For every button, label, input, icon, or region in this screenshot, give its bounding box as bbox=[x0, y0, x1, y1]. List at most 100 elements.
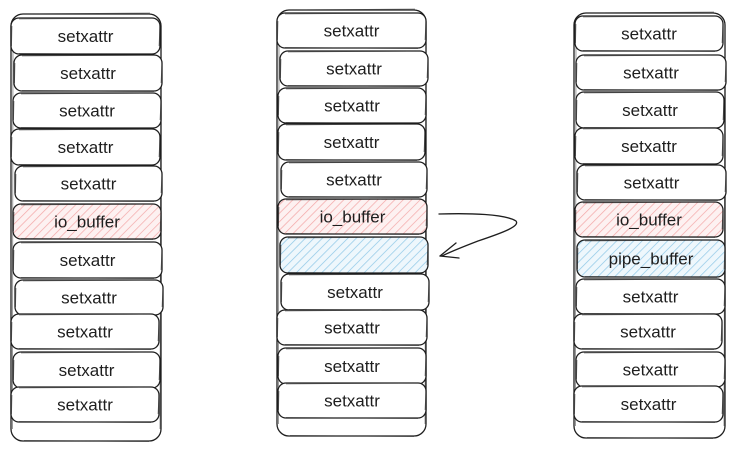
slot-plain: setxattr bbox=[12, 241, 163, 279]
slot-label: setxattr bbox=[324, 22, 380, 41]
slab-column-reclaimed: setxattr setxattr setxattr setxattr setxattr… bbox=[573, 11, 727, 439]
slot-plain: setxattr bbox=[574, 127, 724, 165]
sketch-stroke bbox=[278, 123, 426, 161]
slot-label: io_buffer bbox=[320, 208, 386, 227]
slab-column-freed: setxattr setxattr setxattr setxattr setxattr… bbox=[276, 8, 430, 437]
slot-label: setxattr bbox=[60, 251, 116, 270]
sketch-stroke bbox=[575, 127, 724, 165]
sketch-stroke bbox=[15, 279, 164, 316]
slot-plain: setxattr bbox=[14, 279, 164, 316]
slot-plain: setxattr bbox=[279, 50, 429, 87]
slot-pipe: pipe_buffer bbox=[576, 239, 726, 278]
sketch-stroke bbox=[278, 382, 427, 419]
sketch-stroke bbox=[281, 161, 428, 198]
slot-plain: setxattr bbox=[10, 386, 160, 423]
slot-label: setxattr bbox=[326, 171, 382, 190]
slot-plain: setxattr bbox=[280, 273, 430, 311]
slot-plain: setxattr bbox=[575, 351, 726, 388]
sketch-stroke bbox=[576, 351, 726, 388]
curved-arrow-icon bbox=[438, 213, 518, 259]
freed-slot bbox=[279, 236, 429, 274]
slot-label: setxattr bbox=[324, 133, 380, 152]
sketch-stroke bbox=[13, 241, 163, 279]
slot-label: setxattr bbox=[326, 60, 382, 79]
slot-label: setxattr bbox=[621, 137, 677, 156]
sketch-stroke bbox=[11, 17, 161, 55]
slot-plain: setxattr bbox=[277, 123, 426, 161]
sketch-stroke bbox=[575, 11, 726, 439]
sketch-stroke bbox=[13, 92, 162, 129]
sketch-stroke bbox=[577, 239, 726, 278]
slot-box bbox=[279, 236, 429, 274]
slot-label: setxattr bbox=[324, 97, 380, 116]
slot-io: io_buffer bbox=[12, 203, 162, 240]
slot-label: setxattr bbox=[624, 174, 680, 193]
sketch-stroke bbox=[577, 164, 727, 201]
sketch-stroke bbox=[13, 203, 162, 240]
slot-plain: setxattr bbox=[10, 17, 161, 55]
slot-plain: setxattr bbox=[575, 54, 727, 91]
sketch-stroke bbox=[11, 128, 161, 166]
slot-label: setxattr bbox=[60, 64, 116, 83]
slot-label: setxattr bbox=[620, 323, 676, 342]
sketch-stroke bbox=[278, 347, 427, 385]
slot-label: setxattr bbox=[58, 27, 114, 46]
sketch-stroke bbox=[278, 198, 428, 235]
slot-label: setxattr bbox=[58, 138, 114, 157]
slot-label: setxattr bbox=[57, 323, 113, 342]
slot-label: setxattr bbox=[59, 361, 115, 380]
sketch-stroke bbox=[278, 87, 427, 124]
slot-plain: setxattr bbox=[576, 164, 727, 201]
sketch-stroke bbox=[575, 15, 724, 52]
sketch-stroke bbox=[15, 165, 163, 202]
sketch-stroke bbox=[11, 313, 160, 350]
slot-io: io_buffer bbox=[574, 201, 724, 238]
slot-label: setxattr bbox=[59, 102, 115, 121]
slot-plain: setxattr bbox=[12, 351, 161, 389]
slab-column-before: setxattr setxattr setxattr setxattr setxattr… bbox=[10, 12, 164, 442]
slot-plain: setxattr bbox=[277, 87, 427, 124]
slot-plain: setxattr bbox=[277, 382, 427, 419]
sketch-stroke bbox=[574, 385, 724, 423]
sketch-stroke bbox=[277, 12, 427, 49]
slot-plain: setxattr bbox=[573, 385, 724, 423]
slot-label: setxattr bbox=[623, 288, 679, 307]
slot-plain: setxattr bbox=[12, 92, 162, 129]
sketch-stroke bbox=[576, 91, 725, 129]
slot-plain: setxattr bbox=[10, 128, 161, 166]
sketch-stroke bbox=[574, 313, 723, 350]
slot-plain: setxattr bbox=[574, 15, 724, 52]
slot-label: io_buffer bbox=[54, 213, 120, 232]
sketch-stroke bbox=[14, 54, 163, 92]
slot-label: setxattr bbox=[623, 64, 679, 83]
slot-plain: setxattr bbox=[280, 161, 428, 198]
sketch-stroke bbox=[575, 201, 724, 238]
sketch-stroke bbox=[13, 351, 161, 389]
sketch-stroke bbox=[576, 278, 726, 315]
slot-label: setxattr bbox=[61, 289, 117, 308]
slot-label: setxattr bbox=[324, 357, 380, 376]
sketch-stroke bbox=[576, 54, 727, 91]
slot-plain: setxattr bbox=[575, 278, 726, 315]
slot-plain: setxattr bbox=[13, 54, 163, 92]
slot-plain: setxattr bbox=[573, 313, 723, 350]
slot-plain: setxattr bbox=[276, 12, 427, 49]
slot-plain: setxattr bbox=[14, 165, 163, 202]
slot-label: pipe_buffer bbox=[609, 250, 694, 269]
sketch-stroke bbox=[11, 386, 160, 423]
slot-plain: setxattr bbox=[276, 309, 428, 346]
slot-label: io_buffer bbox=[616, 211, 682, 230]
slot-label: setxattr bbox=[324, 392, 380, 411]
slot-label: setxattr bbox=[622, 101, 678, 120]
sketch-stroke bbox=[281, 273, 430, 311]
slot-label: setxattr bbox=[621, 395, 677, 414]
slot-plain: setxattr bbox=[575, 91, 725, 129]
slot-label: setxattr bbox=[57, 396, 113, 415]
slot-label: setxattr bbox=[621, 25, 677, 44]
sketch-stroke bbox=[277, 309, 428, 346]
slot-label: setxattr bbox=[623, 361, 679, 380]
slot-label: setxattr bbox=[324, 319, 380, 338]
slot-plain: setxattr bbox=[277, 347, 427, 385]
slot-plain: setxattr bbox=[10, 313, 160, 350]
